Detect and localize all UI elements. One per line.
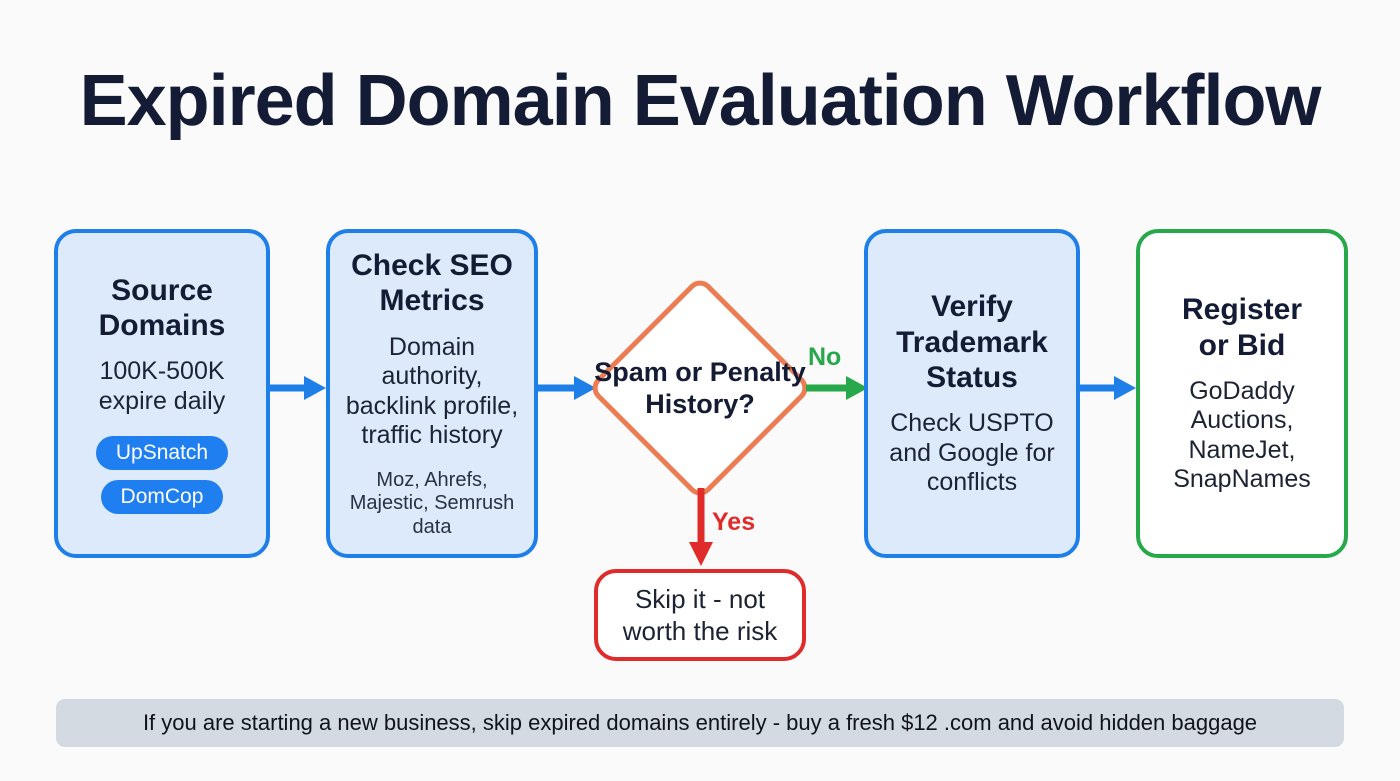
node-check-seo-note: Moz, Ahrefs, Majestic, Semrush data — [349, 468, 515, 538]
connector-decision-no — [806, 376, 868, 400]
edge-label-yes: Yes — [712, 508, 756, 536]
node-check-seo-metrics[interactable]: Check SEO Metrics Domain authority, back… — [326, 229, 538, 558]
footer-note: If you are starting a new business, skip… — [56, 699, 1344, 747]
node-register-or-bid[interactable]: Register or Bid GoDaddy Auctions, NameJe… — [1136, 229, 1348, 558]
edge-label-no: No — [808, 343, 842, 371]
badge-domcop[interactable]: DomCop — [100, 480, 224, 515]
node-source-domains-body: 100K-500K expire daily — [98, 357, 226, 415]
node-skip-it[interactable]: Skip it - not worth the risk — [594, 569, 806, 661]
footer-note-text: If you are starting a new business, skip… — [142, 710, 1258, 735]
badge-upsnatch[interactable]: UpSnatch — [95, 436, 229, 471]
node-skip-it-body: Skip it - not worth the risk — [622, 583, 778, 647]
node-verify-trademark-body: Check USPTO and Google for conflicts — [889, 409, 1055, 497]
connector-verify-to-register — [1080, 376, 1136, 400]
node-verify-trademark-title: Verify Trademark Status — [896, 290, 1048, 394]
connector-source-to-seo — [270, 376, 326, 400]
node-check-seo-body: Domain authority, backlink profile, traf… — [345, 332, 519, 450]
connector-seo-to-decision — [538, 376, 596, 400]
source-badges: UpSnatch DomCop — [95, 436, 229, 515]
page-title: Expired Domain Evaluation Workflow — [79, 61, 1322, 141]
node-register-or-bid-title: Register or Bid — [1181, 293, 1303, 362]
node-check-seo-title: Check SEO Metrics — [351, 248, 513, 318]
node-source-domains-title: Source Domains — [98, 273, 226, 342]
node-register-or-bid-body: GoDaddy Auctions, NameJet, SnapNames — [1173, 376, 1311, 494]
node-decision-label: Spam or Penalty History? — [594, 356, 806, 419]
node-source-domains[interactable]: Source Domains 100K-500K expire daily Up… — [54, 229, 270, 558]
node-decision-spam-penalty[interactable]: Spam or Penalty History? — [586, 274, 814, 502]
connector-decision-yes — [689, 488, 713, 566]
node-verify-trademark[interactable]: Verify Trademark Status Check USPTO and … — [864, 229, 1080, 558]
